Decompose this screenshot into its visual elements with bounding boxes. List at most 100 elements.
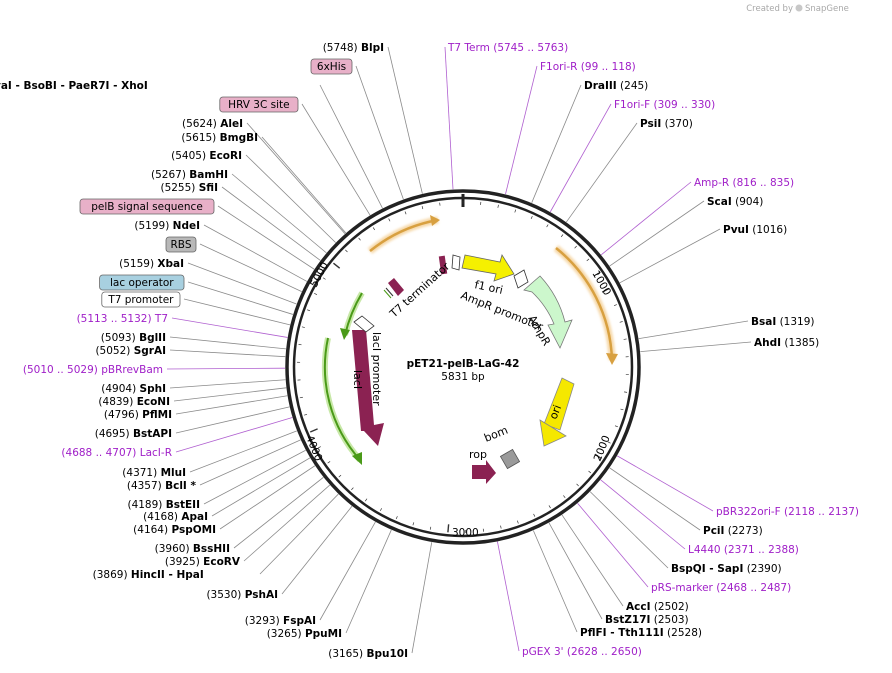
site-label-econi: (4839) EcoNI (98, 396, 170, 408)
site-label-bstz17i: BstZ17I (2503) (605, 614, 689, 626)
site-label-bspqi: BspQI - SapI (2390) (671, 563, 782, 575)
bom-feature (499, 448, 521, 470)
feature-box-lac-operator (99, 274, 185, 291)
leader-line (169, 336, 286, 350)
primer-label-l4440-2371-2388: L4440 (2371 .. 2388) (688, 544, 799, 556)
site-label-ndei: (5199) NdeI (134, 220, 200, 232)
site-label-sphi: (4904) SphI (101, 383, 166, 395)
leader-line (199, 243, 302, 292)
tick-mark (412, 522, 415, 526)
site-label-pflfi: PflFI - Tth111I (2528) (580, 627, 702, 639)
site-labels-left: (5748) BlpI 6xHis (5669) AvaI - BsoBI - Pa… (0, 42, 408, 660)
tick-mark (429, 526, 432, 530)
feature-label-lac-operator: lac operator (110, 277, 174, 289)
tick-mark (500, 525, 502, 529)
orf-arc-right-head (606, 353, 618, 365)
site-label-bpu10i: (3165) Bpu10I (328, 648, 408, 660)
leader-line (609, 467, 701, 531)
tick-mark (563, 495, 566, 499)
feature-box-t7-promoter (101, 291, 181, 308)
site-label-avai: (5669) AvaI - BsoBI - PaeR7I - XhoI (0, 80, 148, 92)
tick-mark (623, 338, 627, 340)
tick-mark (388, 218, 391, 222)
tick-mark (314, 293, 318, 295)
leader-line (548, 522, 603, 620)
tick-mark (594, 453, 602, 460)
site-label-bglii: (5093) BglII (101, 332, 166, 344)
laci-arrow (352, 330, 384, 446)
leader-line (183, 298, 291, 326)
t7-term-arrow-feature (451, 254, 461, 271)
leader-line (173, 387, 287, 402)
rop-label: rop (469, 448, 487, 461)
leader-line (319, 521, 376, 621)
label-leader-lines (166, 46, 752, 654)
leader-line (589, 491, 669, 569)
leader-line (199, 439, 301, 486)
leader-line (549, 103, 612, 213)
tick-mark (620, 408, 624, 411)
site-label-blpi: (5748) BlpI (323, 42, 384, 54)
laci-arc-large-head (352, 452, 362, 465)
leader-line (221, 186, 321, 261)
svg-text:Created by: Created by (746, 4, 793, 14)
tick-mark (530, 216, 533, 220)
site-label-psii: PsiI (370) (640, 118, 693, 130)
leader-line (175, 395, 288, 415)
feature-label-rbs: RBS (171, 239, 192, 251)
primer-label-5113-5132-t7: (5113 .. 5132) T7 (77, 313, 168, 325)
tick-mark (299, 396, 303, 399)
tick-mark (588, 470, 592, 474)
pelb-cds-feature (388, 278, 404, 296)
site-label-sfii: (5255) SfiI (160, 182, 218, 194)
snapgene-watermark: Created by SnapGene (746, 4, 849, 14)
site-label-apai: (4168) ApaI (143, 511, 208, 523)
tick-mark (548, 505, 551, 509)
ampr-promoter-arrow (513, 269, 529, 289)
f1-ori-label: f1 ori (473, 278, 504, 297)
tick-mark (560, 234, 564, 238)
leader-line (246, 122, 346, 234)
tick-mark (619, 321, 623, 323)
leader-line (259, 493, 339, 575)
leader-line (577, 502, 649, 588)
leader-line (345, 529, 392, 634)
tick-mark (574, 245, 577, 249)
site-label-ahdi: AhdI (1385) (754, 337, 819, 349)
laci-promoter-label: lacI promoter (370, 332, 383, 406)
primer-label-4688-4707-laci-r: (4688 .. 4707) LacI-R (61, 447, 172, 459)
site-label-bstapi: (4695) BstAPI (95, 428, 172, 440)
orf-arc-right (555, 247, 614, 361)
leader-line (203, 449, 306, 505)
leader-line (566, 122, 638, 223)
tick-label-3000: 3000 (452, 527, 479, 539)
site-label-bsteii: (4189) BstEII (127, 499, 200, 511)
feature-box-rbs (165, 236, 197, 253)
leader-line (171, 317, 288, 338)
leader-line (638, 320, 749, 340)
feature-label-6xhis: 6xHis (317, 61, 346, 73)
bom-label: bom (482, 424, 510, 445)
feature-box-6xhis (310, 58, 353, 75)
tick-mark (514, 209, 517, 213)
tick-mark (351, 487, 354, 491)
leader-line (505, 65, 538, 195)
leader-line (355, 65, 404, 200)
site-label-alei: (5624) AleI (182, 118, 243, 130)
leader-line (619, 228, 721, 284)
leader-line (532, 530, 578, 633)
f1-ori-arrow (461, 254, 515, 282)
leader-line (175, 406, 290, 434)
tick-mark (517, 520, 519, 524)
site-label-bamhi: (5267) BamHI (151, 169, 228, 181)
ori-arrow-head (539, 419, 567, 447)
leader-line (187, 262, 297, 305)
tick-mark (379, 508, 383, 512)
leader-line (175, 417, 293, 453)
primer-label-pgex-3-2628-2650: pGEX 3' (2628 .. 2650) (522, 646, 642, 658)
site-label-xbai: (5159) XbaI (119, 258, 184, 270)
site-label-bsai: BsaI (1319) (751, 316, 815, 328)
leader-line (233, 477, 324, 549)
tick-label-2000: 2000 (592, 434, 613, 463)
tick-mark (404, 211, 407, 215)
